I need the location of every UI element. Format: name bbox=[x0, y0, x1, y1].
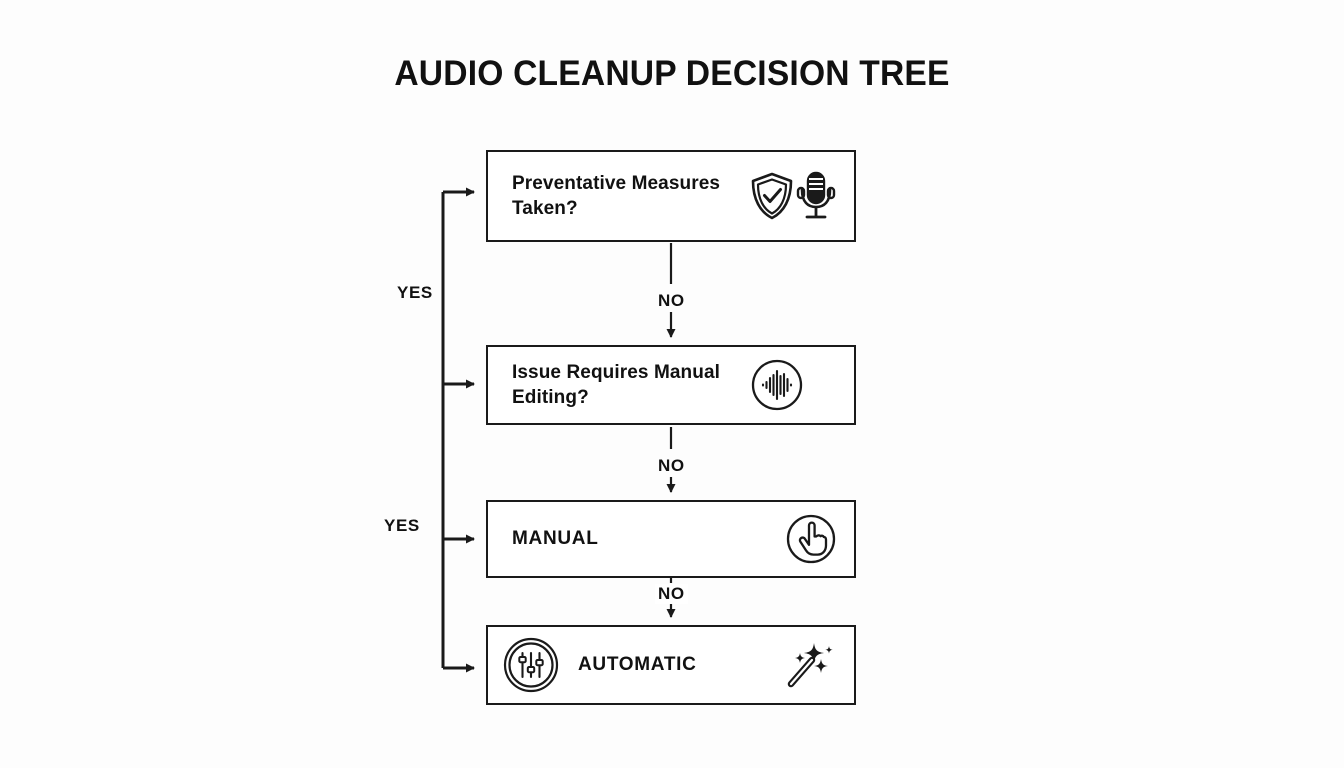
edge-label-yes-upper: YES bbox=[394, 283, 436, 303]
equalizer-sliders-circle-icon bbox=[503, 637, 559, 693]
node-label-requires-manual-editing: Issue Requires Manual Editing? bbox=[512, 361, 721, 408]
icon-group-hand bbox=[784, 512, 838, 566]
node-label-automatic: AUTOMATIC bbox=[578, 654, 697, 676]
magic-wand-icon bbox=[787, 643, 833, 688]
icon-group-shield-mic bbox=[748, 170, 838, 222]
node-automatic[interactable]: AUTOMATIC bbox=[486, 625, 856, 705]
microphone-icon bbox=[796, 171, 836, 219]
page-title: AUDIO CLEANUP DECISION TREE bbox=[394, 54, 950, 93]
edge-label-yes-lower: YES bbox=[381, 516, 423, 536]
node-manual[interactable]: MANUAL bbox=[486, 500, 856, 578]
node-label-manual: MANUAL bbox=[512, 528, 599, 550]
node-label-preventative-measures: Preventative Measures Taken? bbox=[512, 172, 721, 219]
shield-check-icon bbox=[751, 172, 793, 220]
icon-group-equalizer bbox=[502, 636, 560, 694]
node-requires-manual-editing[interactable]: Issue Requires Manual Editing? bbox=[486, 345, 856, 425]
edge-label-no-first: NO bbox=[655, 291, 688, 311]
icon-group-waveform bbox=[750, 358, 804, 412]
waveform-circle-icon bbox=[751, 359, 803, 411]
edge-label-no-second: NO bbox=[655, 456, 688, 476]
pointing-hand-circle-icon bbox=[786, 514, 836, 564]
node-preventative-measures[interactable]: Preventative Measures Taken? bbox=[486, 150, 856, 242]
icon-group-magic-wand bbox=[782, 637, 838, 693]
edge-label-no-third: NO bbox=[655, 584, 688, 604]
